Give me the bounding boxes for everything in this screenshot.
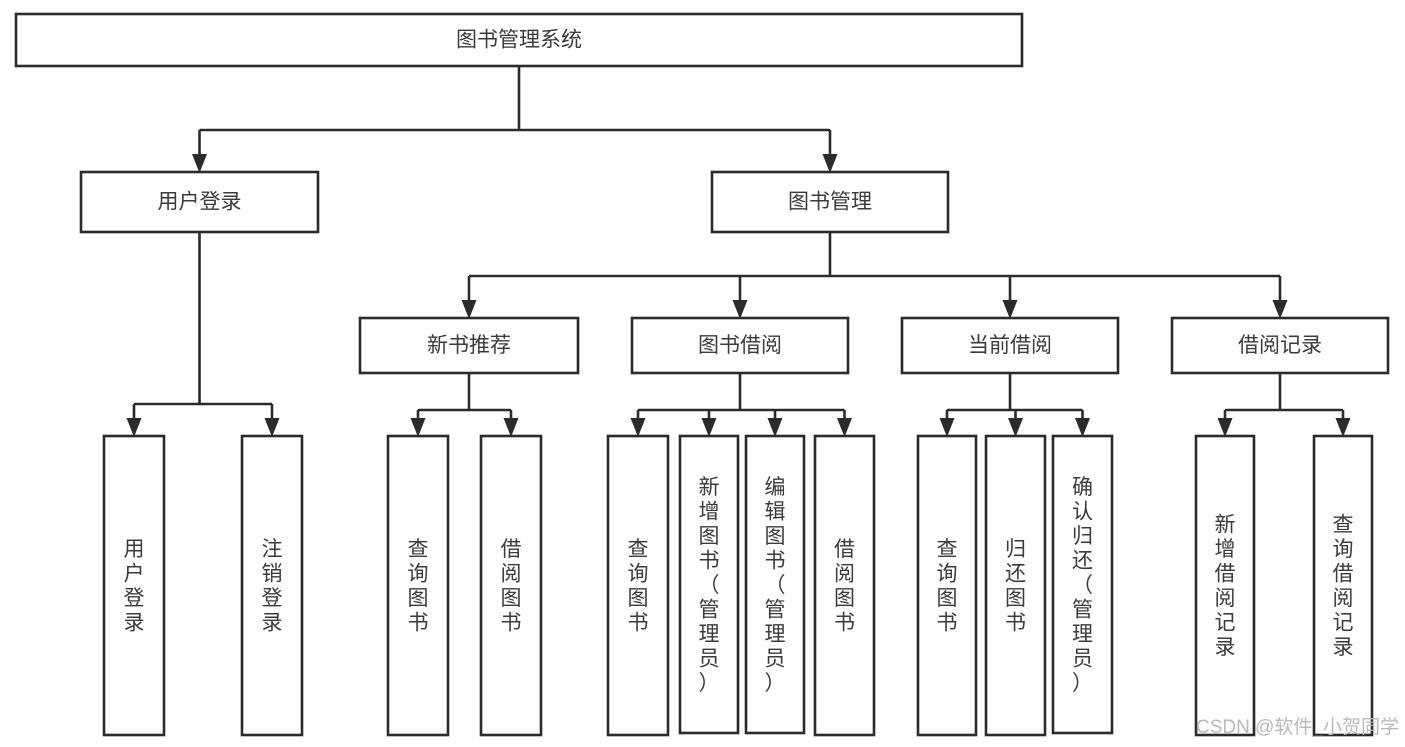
arrow-head-icon — [1075, 418, 1090, 437]
node-label-leaf-query-book-1: 查询图书 — [408, 538, 429, 635]
node-box-leaf-user-login — [102, 434, 166, 737]
edge-group-root — [192, 66, 838, 173]
connector-layer — [126, 66, 1351, 437]
node-box-leaf-query-book-3 — [916, 434, 978, 737]
node-box-root — [14, 12, 1024, 68]
arrow-head-icon — [630, 418, 646, 437]
node-box-leaf-borrow-book-1 — [479, 434, 543, 737]
node-box-current-borrow — [900, 316, 1120, 375]
edge-group-book-manage — [461, 232, 1288, 319]
arrow-head-icon — [1272, 300, 1288, 319]
arrow-head-icon — [1217, 418, 1233, 437]
node-leaf-confirm-return[interactable]: 确认归还（管理员） — [1051, 434, 1114, 735]
node-label-leaf-return-book: 归还图书 — [1005, 538, 1026, 635]
node-leaf-query-book-2[interactable]: 查询图书 — [606, 434, 670, 737]
node-user-login[interactable]: 用户登录 — [79, 170, 320, 234]
node-label-leaf-query-book-3: 查询图书 — [937, 538, 958, 635]
arrow-head-icon — [410, 418, 426, 437]
node-box-leaf-add-book — [678, 434, 740, 735]
node-leaf-query-record[interactable]: 查询借阅记录 — [1312, 434, 1374, 737]
node-label-leaf-add-book: 新增图书（管理员） — [699, 476, 720, 695]
node-label-leaf-borrow-book-2: 借阅图书 — [834, 538, 855, 635]
node-new-book-recommend[interactable]: 新书推荐 — [358, 316, 580, 375]
arrow-head-icon — [939, 418, 955, 437]
arrow-head-icon — [1008, 418, 1023, 437]
node-leaf-query-book-3[interactable]: 查询图书 — [916, 434, 978, 737]
arrow-head-icon — [822, 154, 838, 173]
node-label-root: 图书管理系统 — [456, 29, 582, 52]
node-label-leaf-logout: 注销登录 — [262, 538, 283, 635]
edge-group-current-borrow — [939, 373, 1090, 437]
node-leaf-return-book[interactable]: 归还图书 — [984, 434, 1047, 737]
arrow-head-icon — [461, 300, 477, 319]
node-label-new-book-recommend: 新书推荐 — [427, 334, 511, 357]
node-label-leaf-confirm-return: 确认归还（管理员） — [1072, 476, 1093, 695]
node-leaf-edit-book[interactable]: 编辑图书（管理员） — [744, 434, 806, 735]
csdn-watermark: CSDN @软件_小贺同学 — [1196, 716, 1399, 738]
node-box-leaf-borrow-book-2 — [813, 434, 876, 737]
arrow-head-icon — [192, 154, 207, 173]
arrow-head-icon — [264, 418, 280, 437]
node-leaf-borrow-book-1[interactable]: 借阅图书 — [479, 434, 543, 737]
edge-group-borrow-record — [1217, 373, 1351, 437]
node-label-leaf-borrow-book-1: 借阅图书 — [501, 538, 522, 635]
node-box-leaf-return-book — [984, 434, 1047, 737]
node-current-borrow[interactable]: 当前借阅 — [900, 316, 1120, 375]
arrow-head-icon — [837, 418, 852, 437]
node-root[interactable]: 图书管理系统 — [14, 12, 1024, 68]
arrow-head-icon — [732, 300, 748, 319]
node-leaf-borrow-book-2[interactable]: 借阅图书 — [813, 434, 876, 737]
node-label-book-manage: 图书管理 — [788, 191, 872, 214]
node-box-leaf-logout — [240, 434, 304, 737]
node-label-current-borrow: 当前借阅 — [968, 334, 1052, 357]
node-book-borrow[interactable]: 图书借阅 — [630, 316, 850, 375]
edge-group-new-book-recommend — [410, 373, 519, 437]
node-leaf-query-book-1[interactable]: 查询图书 — [386, 434, 450, 737]
edge-group-book-borrow — [630, 373, 852, 437]
node-leaf-add-book[interactable]: 新增图书（管理员） — [678, 434, 740, 735]
arrow-head-icon — [1335, 418, 1351, 437]
arrow-head-icon — [126, 418, 142, 437]
arrow-head-icon — [1002, 300, 1018, 319]
arrow-head-icon — [503, 418, 519, 437]
node-label-leaf-edit-book: 编辑图书（管理员） — [765, 476, 786, 695]
node-layer: 图书管理系统用户登录图书管理新书推荐图书借阅当前借阅借阅记录用户登录注销登录查询… — [14, 12, 1390, 737]
node-leaf-add-record[interactable]: 新增借阅记录 — [1194, 434, 1256, 737]
node-label-user-login: 用户登录 — [158, 191, 242, 214]
arrow-head-icon — [767, 418, 783, 437]
node-box-borrow-record — [1170, 316, 1390, 375]
edge-group-user-login — [126, 232, 280, 437]
node-box-leaf-add-record — [1194, 434, 1256, 737]
node-box-new-book-recommend — [358, 316, 580, 375]
node-box-leaf-query-book-2 — [606, 434, 670, 737]
node-box-leaf-query-record — [1312, 434, 1374, 737]
node-box-book-manage — [710, 170, 950, 234]
node-book-manage[interactable]: 图书管理 — [710, 170, 950, 234]
node-label-leaf-query-record: 查询借阅记录 — [1333, 514, 1354, 660]
node-box-user-login — [79, 170, 320, 234]
arrow-head-icon — [701, 418, 717, 437]
node-borrow-record[interactable]: 借阅记录 — [1170, 316, 1390, 375]
node-box-book-borrow — [630, 316, 850, 375]
node-label-book-borrow: 图书借阅 — [698, 334, 782, 357]
node-box-leaf-confirm-return — [1051, 434, 1114, 735]
node-leaf-user-login[interactable]: 用户登录 — [102, 434, 166, 737]
node-label-leaf-user-login: 用户登录 — [124, 538, 145, 635]
node-leaf-logout[interactable]: 注销登录 — [240, 434, 304, 737]
node-label-borrow-record: 借阅记录 — [1238, 334, 1322, 357]
node-box-leaf-edit-book — [744, 434, 806, 735]
node-box-leaf-query-book-1 — [386, 434, 450, 737]
node-label-leaf-add-record: 新增借阅记录 — [1215, 514, 1236, 660]
node-label-leaf-query-book-2: 查询图书 — [628, 538, 649, 635]
